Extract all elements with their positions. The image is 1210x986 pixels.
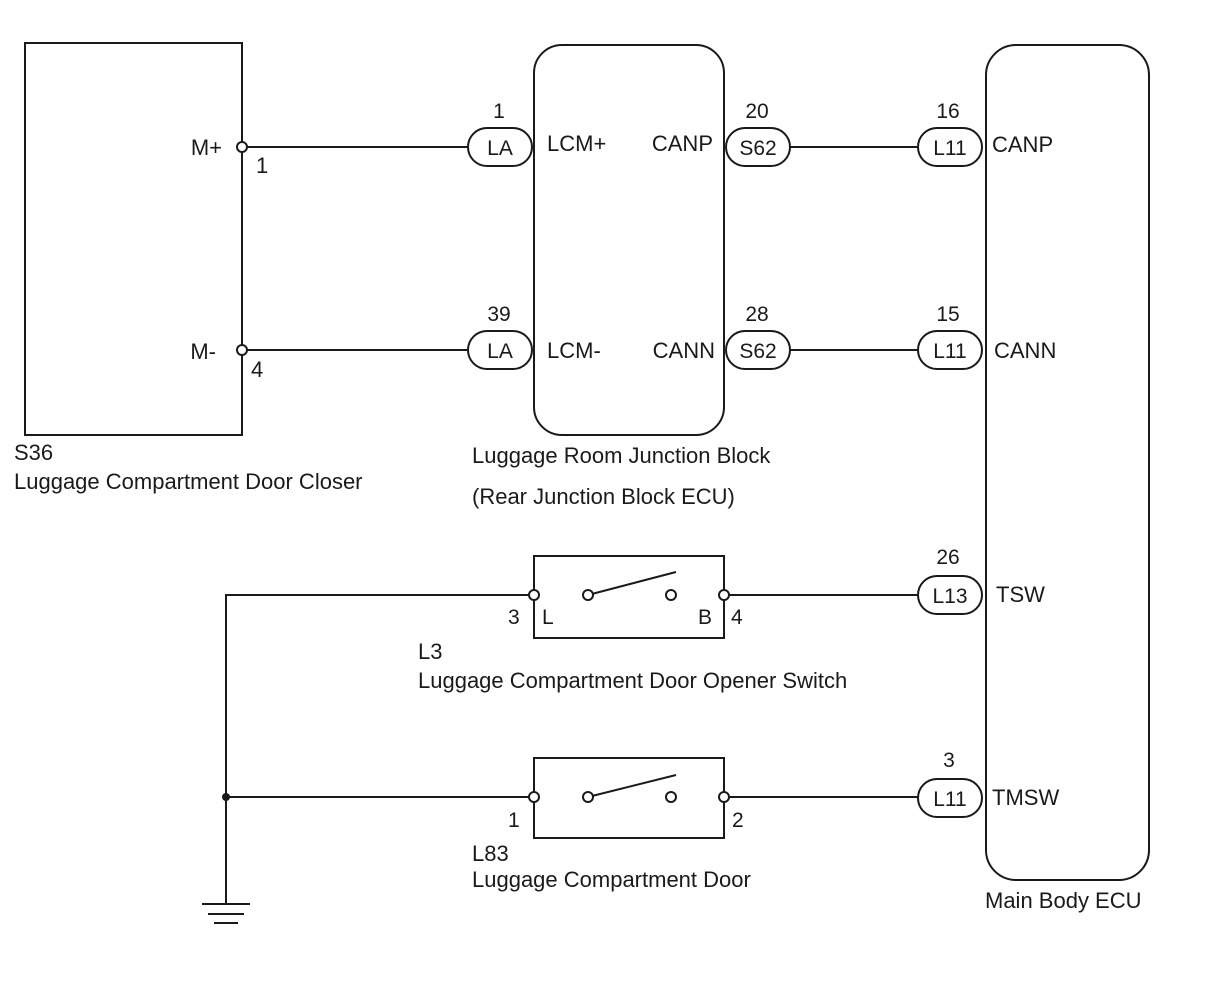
jb-pin-cann: CANN <box>653 338 715 363</box>
door-closer-pin-1-num: 1 <box>256 153 268 178</box>
opener-switch-contact-right <box>665 589 677 601</box>
opener-switch-blade <box>587 571 677 596</box>
jb-pin-lcmplus: LCM+ <box>547 131 606 156</box>
connector-la-1-label: LA <box>487 137 513 160</box>
door-switch-box <box>533 757 725 839</box>
main-body-ecu-box <box>985 44 1150 881</box>
connector-s62-20-pin: 20 <box>745 100 768 123</box>
ecu-name: Main Body ECU <box>985 888 1142 913</box>
opener-switch-pin-4: 4 <box>731 606 743 629</box>
door-closer-box <box>24 42 243 436</box>
door-switch-pin-1: 1 <box>508 809 520 832</box>
door-closer-pin-mminus-label: M- <box>190 339 216 364</box>
jb-name-line2: (Rear Junction Block ECU) <box>472 484 735 509</box>
connector-l11-16 <box>917 127 983 167</box>
jb-name-line1: Luggage Room Junction Block <box>472 443 771 468</box>
door-switch-contact-left <box>582 791 594 803</box>
door-switch-terminal-2 <box>718 791 730 803</box>
jb-pin-canp: CANP <box>652 131 713 156</box>
opener-switch-name: Luggage Compartment Door Opener Switch <box>418 668 847 693</box>
connector-la-1 <box>467 127 533 167</box>
wire-opener-ground <box>225 594 529 798</box>
connector-l11-15-label: L11 <box>933 340 966 363</box>
ecu-pin-tsw: TSW <box>996 582 1045 607</box>
ecu-pin-canp: CANP <box>992 132 1053 157</box>
ecu-pin-cann: CANN <box>994 338 1056 363</box>
connector-la-1-pin: 1 <box>493 100 505 123</box>
door-switch-contact-right <box>665 791 677 803</box>
jb-pin-lcmminus: LCM- <box>547 338 601 363</box>
opener-switch-code: L3 <box>418 639 442 664</box>
door-closer-pin-4-num: 4 <box>251 357 263 382</box>
connector-s62-20-label: S62 <box>739 137 776 160</box>
opener-switch-contact-b: B <box>698 606 712 629</box>
opener-switch-terminal-4 <box>718 589 730 601</box>
connector-l11-15-pin: 15 <box>936 303 959 326</box>
door-switch-pin-2: 2 <box>732 809 744 832</box>
connector-l11-16-pin: 16 <box>936 100 959 123</box>
opener-switch-contact-l: L <box>542 606 554 629</box>
connector-la-39-pin: 39 <box>487 303 510 326</box>
door-switch-name: Luggage Compartment Door <box>472 867 751 892</box>
terminal-mminus <box>236 344 248 356</box>
terminal-mplus <box>236 141 248 153</box>
opener-switch-box <box>533 555 725 639</box>
door-switch-code: L83 <box>472 841 509 866</box>
opener-switch-terminal-3 <box>528 589 540 601</box>
connector-l13-26-label: L13 <box>932 585 967 608</box>
ecu-pin-tmsw: TMSW <box>992 785 1059 810</box>
connector-s62-28-pin: 28 <box>745 303 768 326</box>
opener-switch-contact-left <box>582 589 594 601</box>
ground-icon <box>202 797 250 924</box>
door-closer-code: S36 <box>14 440 53 465</box>
junction-block-box <box>533 44 725 436</box>
door-closer-pin-mplus-label: M+ <box>191 135 222 160</box>
door-switch-blade <box>587 774 677 798</box>
connector-l11-15 <box>917 330 983 370</box>
door-switch-terminal-1 <box>528 791 540 803</box>
connector-s62-28-label: S62 <box>739 340 776 363</box>
connector-l11-16-label: L11 <box>933 137 966 160</box>
connector-l13-26-pin: 26 <box>936 546 959 569</box>
connector-la-39 <box>467 330 533 370</box>
connector-l11-3-pin: 3 <box>943 749 955 772</box>
opener-switch-pin-3: 3 <box>508 606 520 629</box>
connector-l11-3-label: L11 <box>933 788 966 811</box>
door-closer-name: Luggage Compartment Door Closer <box>14 469 363 494</box>
connector-la-39-label: LA <box>487 340 513 363</box>
